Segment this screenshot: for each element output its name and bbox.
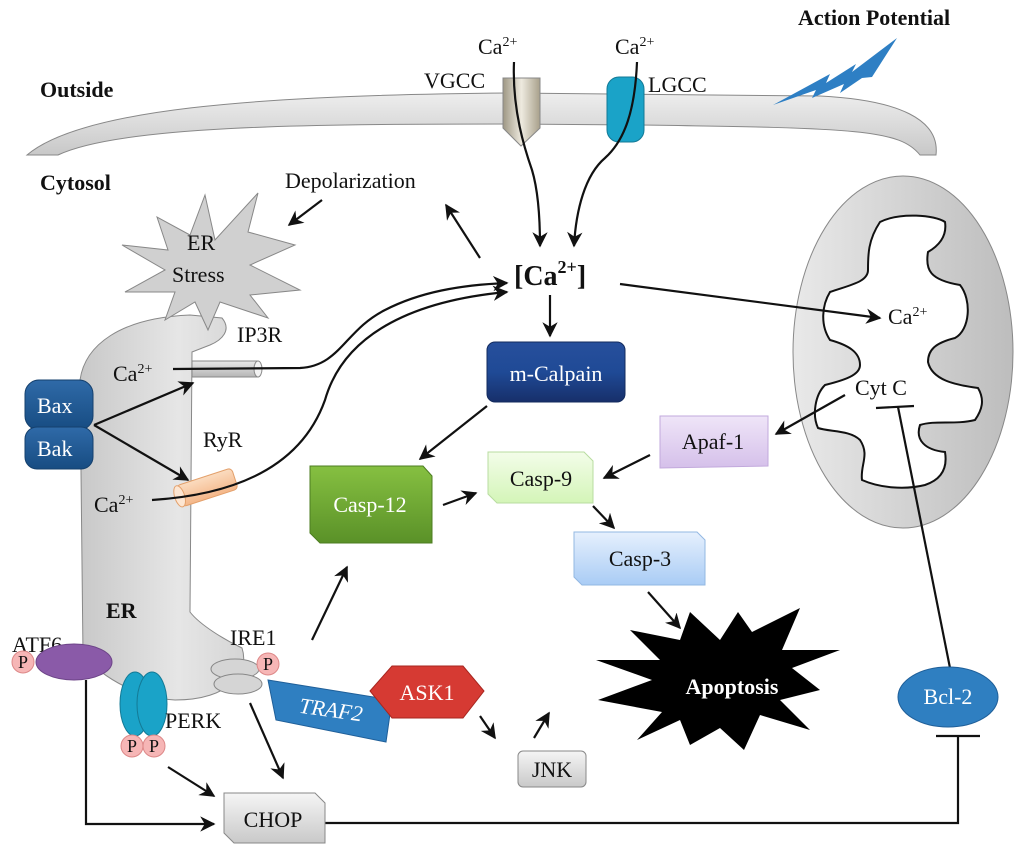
ip3r-label: IP3R [237, 322, 283, 347]
ire1-label: IRE1 [230, 625, 276, 650]
bcl2-inhibits-cytc-bar [875, 404, 915, 410]
outside-label: Outside [40, 77, 114, 102]
svg-text:Casp-3: Casp-3 [609, 546, 671, 571]
jnk-to-apoptosis-arrow [533, 711, 550, 739]
perk-phospho-2: P [142, 734, 166, 758]
svg-text:P: P [127, 736, 137, 756]
ire1-protein [210, 658, 263, 695]
er-stress-label-line2: Stress [172, 262, 225, 287]
svg-text:P: P [18, 652, 28, 672]
chop-inhibits-bcl2-line [325, 736, 960, 825]
apoptosis-label: Apoptosis [686, 674, 779, 699]
casp3-to-apoptosis-arrow [647, 591, 682, 630]
ca-to-depolarization-arrow [445, 203, 481, 259]
svg-text:P: P [263, 654, 273, 674]
ask1-to-jnk-arrow [479, 715, 496, 740]
lgcc-channel [606, 76, 645, 143]
apaf1-node: Apaf-1 [659, 415, 769, 469]
casp3-node: Casp-3 [573, 531, 706, 586]
svg-text:Apaf-1: Apaf-1 [682, 429, 744, 454]
mitochondrial-cristae [813, 214, 983, 489]
perk-to-chop-arrow [167, 766, 216, 797]
depolarization-label: Depolarization [285, 168, 416, 193]
atf6-protein [35, 643, 113, 681]
svg-text:Bax: Bax [37, 393, 72, 418]
vgcc-channel [502, 77, 541, 147]
ryr-release-arrow [151, 285, 509, 502]
bcl2-node: Bcl-2 [897, 666, 999, 728]
cytosol-label: Cytosol [40, 170, 111, 195]
ca-to-mitochondria-arrow [619, 282, 882, 324]
er-stress-burst [121, 192, 302, 332]
perk-label: PERK [165, 708, 221, 733]
ire1-phospho: P [256, 652, 280, 676]
jnk-node: JNK [517, 750, 587, 788]
lgcc-influx-arrow [567, 61, 639, 248]
mito-ca-label: Ca2+ [888, 304, 927, 329]
er-label: ER [106, 598, 138, 623]
svg-text:Casp-9: Casp-9 [510, 466, 572, 491]
apoptosis-burst [596, 608, 840, 750]
ire1-to-casp12-arrow [311, 565, 348, 641]
ip3r-release-arrow [172, 275, 509, 371]
cytosolic-ca-label: [Ca2+] [514, 257, 586, 292]
vgcc-influx-arrow [512, 61, 548, 248]
calpain-to-casp12-arrow [418, 405, 488, 460]
bak-to-ryr-arrow [93, 424, 190, 481]
ire1-to-chop-arrow [248, 702, 285, 780]
chop-node: CHOP [223, 792, 326, 844]
perk-phospho-1: P [120, 734, 144, 758]
plasma-membrane [25, 92, 937, 156]
er-ca-ryr-label: Ca2+ [94, 492, 133, 517]
lightning-bolt-icon [773, 38, 897, 105]
casp9-node: Casp-9 [487, 451, 594, 504]
bax-to-ip3r-arrow [93, 381, 195, 427]
bak-protein: Bak [24, 426, 94, 470]
svg-text:Casp-12: Casp-12 [333, 492, 406, 517]
svg-text:Bcl-2: Bcl-2 [924, 684, 973, 709]
bcl2-inhibits-cytc-line [896, 406, 952, 669]
svg-text:Bak: Bak [37, 436, 72, 461]
depolarization-to-er-stress-arrow [287, 199, 323, 226]
svg-text:ASK1: ASK1 [399, 680, 454, 705]
apaf1-to-casp9-arrow [602, 454, 651, 479]
cyt-c-label: Cyt C [855, 375, 907, 400]
casp12-to-casp9-arrow [442, 490, 478, 507]
svg-text:JNK: JNK [532, 757, 572, 782]
m-calpain-node: m-Calpain [486, 341, 626, 403]
vgcc-label: VGCC [424, 68, 485, 93]
ryr-label: RyR [203, 427, 243, 452]
svg-text:m-Calpain: m-Calpain [510, 361, 603, 386]
svg-text:CHOP: CHOP [244, 807, 303, 832]
atf6-to-chop-arrow [84, 680, 216, 832]
lgcc-ca-label: Ca2+ [615, 34, 654, 59]
atf6-phospho: P [11, 650, 35, 674]
action-potential-label: Action Potential [798, 5, 950, 30]
lgcc-label: LGCC [648, 72, 707, 97]
er-ca-ip3r-label: Ca2+ [113, 361, 152, 386]
cyt-c-to-apaf1-arrow [774, 394, 846, 435]
bax-protein: Bax [24, 379, 94, 431]
svg-text:P: P [149, 736, 159, 756]
casp12-node: Casp-12 [309, 465, 433, 544]
casp9-to-casp3-arrow [592, 505, 616, 530]
vgcc-ca-label: Ca2+ [478, 34, 517, 59]
ask1-node: ASK1 [369, 665, 485, 719]
ryr-channel [173, 468, 238, 508]
perk-protein [119, 671, 168, 737]
er-stress-label-line1: ER [187, 230, 215, 255]
traf2-node: TRAF2 [267, 679, 393, 743]
